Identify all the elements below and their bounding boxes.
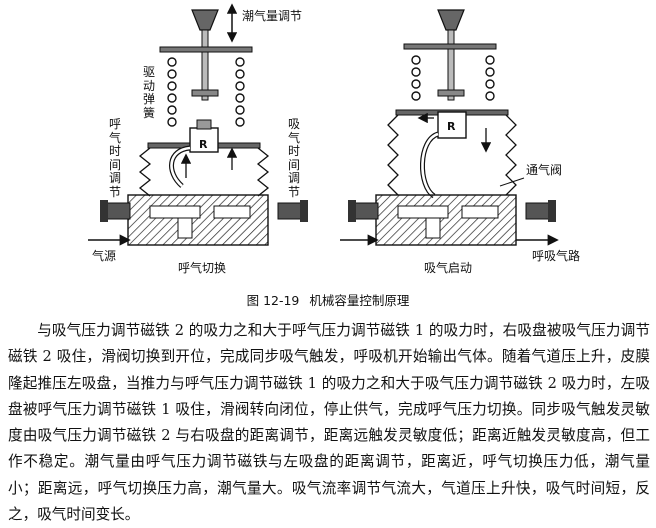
body-paragraph: 与吸气压力调节磁铁 2 的吸力之和大于呼气压力调节磁铁 1 的吸力时，右吸盘被吸… <box>8 322 650 524</box>
figure-number: 图 12-19 <box>246 293 300 308</box>
right-diagram <box>340 9 559 246</box>
drive-spring-left <box>167 57 177 127</box>
valve-letter-right: R <box>447 120 456 133</box>
exhale-time-label: 呼气时间调节 <box>108 117 121 199</box>
drive-spring-label: 驱动弹簧 <box>142 65 155 120</box>
gas-source-label: 气源 <box>92 249 117 263</box>
vent-valve-label: 通气阀 <box>526 163 563 177</box>
exhale-switch-caption: 呼气切换 <box>178 261 227 275</box>
tidal-volume-label: 潮气量调节 <box>242 9 303 23</box>
figure-title: 机械容量控制原理 <box>309 293 410 308</box>
top-plate <box>159 46 253 53</box>
left-diagram <box>88 3 308 246</box>
breathing-circuit-label: 呼吸气路 <box>532 249 581 263</box>
tidal-knob <box>191 9 219 31</box>
drive-spring-right-2 <box>411 55 495 101</box>
mechanism-figure: 潮气量调节 R 驱动弹簧 呼气时间调节 吸气时间调节 气源 呼气切换 R 通气阀… <box>88 3 581 275</box>
drive-spring-right <box>235 57 245 127</box>
inhale-time-label: 吸气时间调节 <box>287 117 300 199</box>
figure-caption: 图 12-19 机械容量控制原理 <box>0 290 656 309</box>
inhale-start-caption: 吸气启动 <box>424 261 473 275</box>
valve-body <box>127 194 269 246</box>
figure-drawing <box>88 3 559 246</box>
valve-letter-left: R <box>199 138 208 151</box>
valve-r-box <box>189 127 219 153</box>
adjust-shaft <box>201 29 209 101</box>
